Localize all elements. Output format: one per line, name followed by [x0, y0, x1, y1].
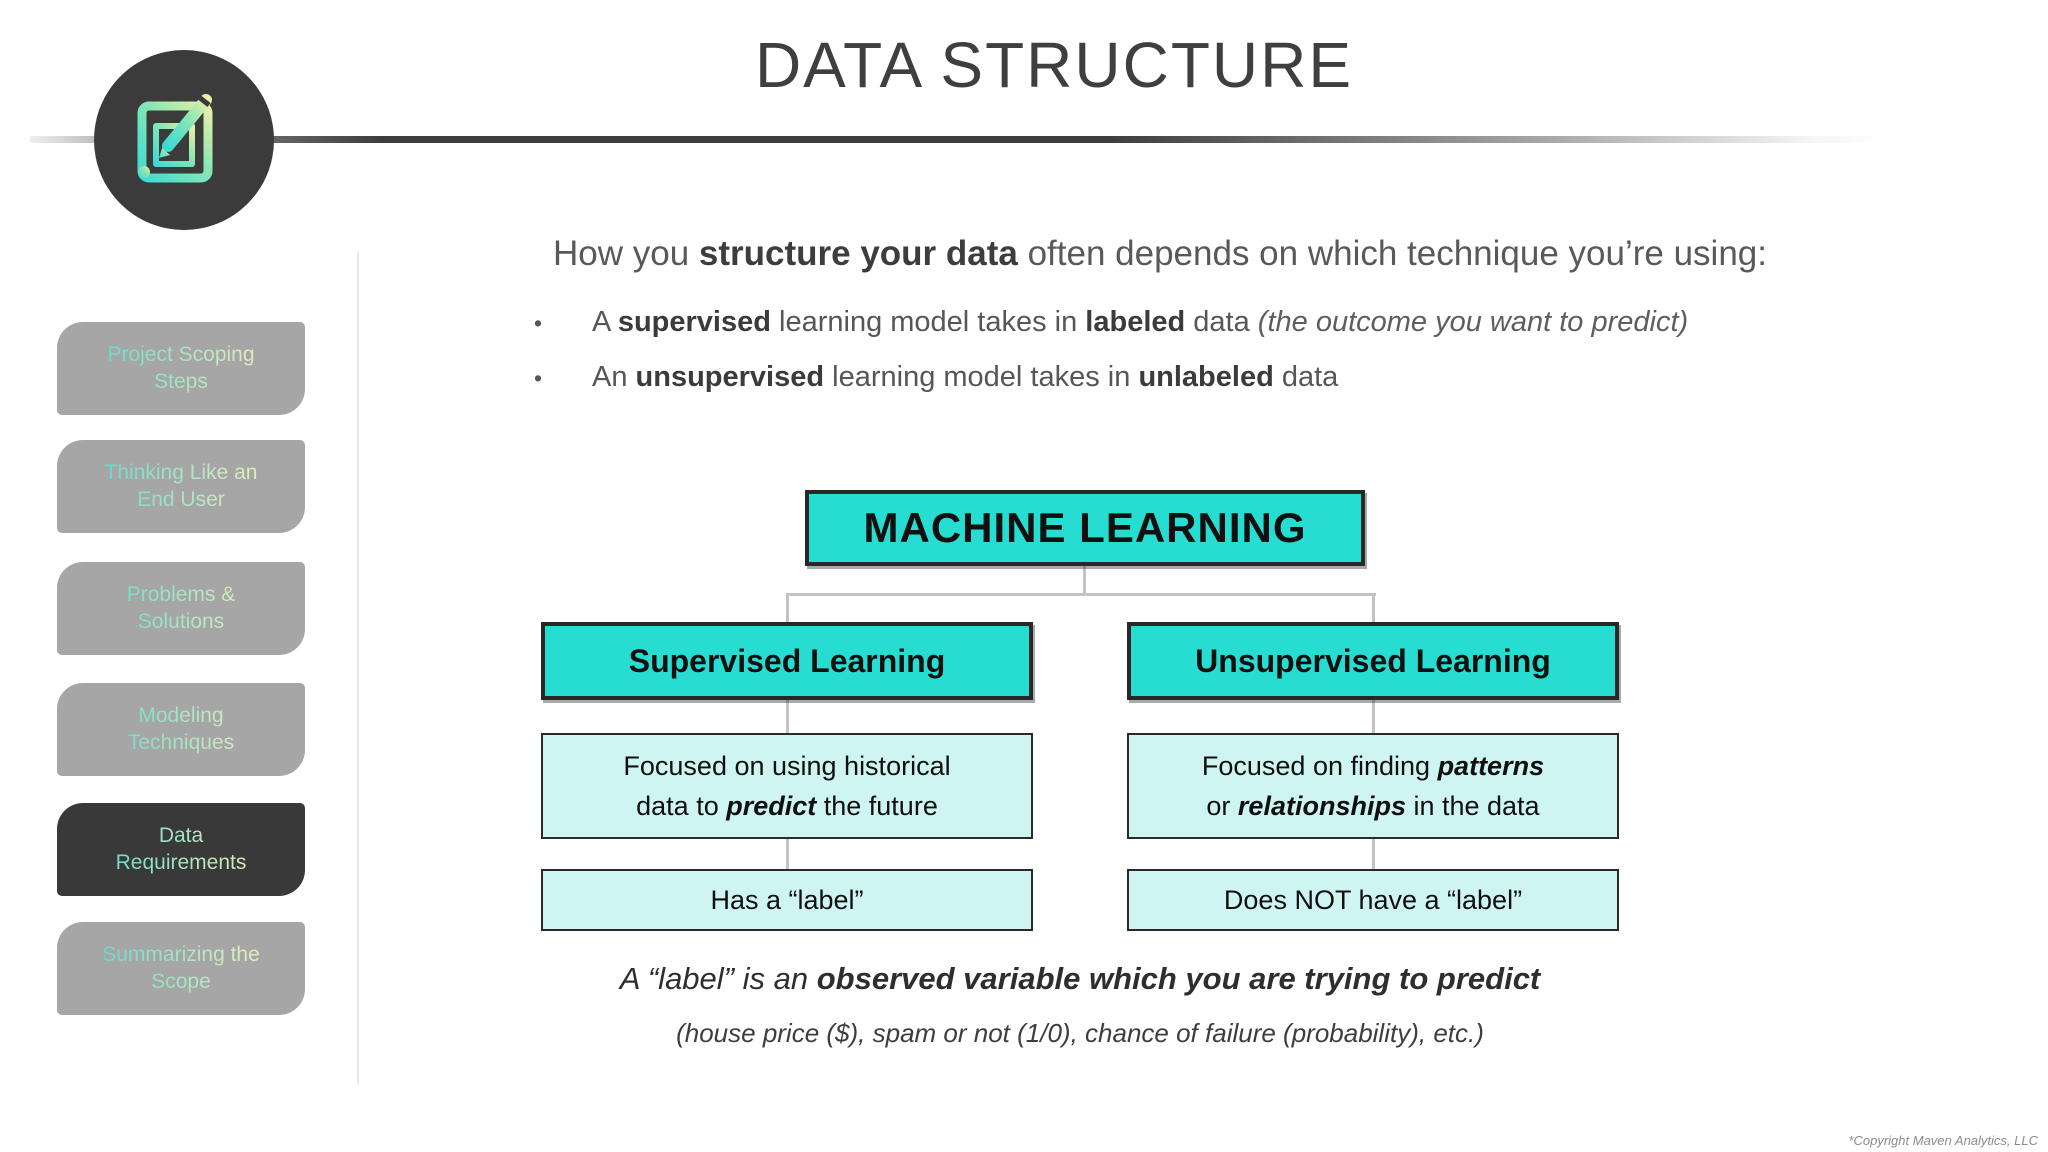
- bullet-item-unsupervised: • An unsupervised learning model takes i…: [534, 361, 1338, 394]
- sidebar-item-label: Summarizing the Scope: [92, 942, 270, 995]
- sidebar-item-thinking-like-an-end-user[interactable]: Thinking Like an End User: [57, 440, 305, 533]
- title-divider: [30, 136, 1888, 143]
- machine-learning-box: MACHINE LEARNING: [805, 490, 1365, 566]
- intro-heading: How you structure your data often depend…: [552, 234, 1767, 273]
- connector-right-down: [1372, 593, 1375, 622]
- supervised-description-box: Focused on using historical data to pred…: [541, 733, 1033, 839]
- sidebar-item-summarizing-the-scope[interactable]: Summarizing the Scope: [57, 922, 305, 1015]
- logo-badge: [92, 48, 276, 232]
- blueprint-pencil-icon: [94, 50, 274, 230]
- page-title: DATA STRUCTURE: [754, 29, 1354, 101]
- sidebar-item-problems-solutions[interactable]: Problems & Solutions: [57, 562, 305, 655]
- sidebar-item-label: Problems & Solutions: [92, 582, 270, 635]
- bullet-item-supervised: • A supervised learning model takes in l…: [534, 306, 1688, 339]
- connector-horizontal: [786, 593, 1376, 596]
- supervised-learning-box: Supervised Learning: [541, 622, 1033, 700]
- bullet-icon: •: [534, 365, 543, 391]
- sidebar-item-data-requirements[interactable]: Data Requirements: [57, 803, 305, 896]
- unsupervised-label-box: Does NOT have a “label”: [1127, 869, 1619, 931]
- sidebar-item-label: Data Requirements: [92, 823, 270, 876]
- sidebar-item-modeling-techniques[interactable]: Modeling Techniques: [57, 683, 305, 776]
- bullet-text: A supervised learning model takes in lab…: [592, 306, 1689, 338]
- bullet-text: An unsupervised learning model takes in …: [592, 361, 1339, 393]
- unsupervised-learning-box: Unsupervised Learning: [1127, 622, 1619, 700]
- sidebar-item-project-scoping-steps[interactable]: Project Scoping Steps: [57, 322, 305, 415]
- label-examples-caption: (house price ($), spam or not (1/0), cha…: [676, 1018, 1484, 1048]
- connector-left-down: [786, 593, 789, 622]
- connector-sup-label: [786, 839, 789, 869]
- unsupervised-description-box: Focused on finding patterns or relations…: [1127, 733, 1619, 839]
- copyright-notice: *Copyright Maven Analytics, LLC: [1848, 1133, 2038, 1148]
- content-divider: [357, 252, 359, 1084]
- sidebar-item-label: Thinking Like an End User: [92, 460, 270, 513]
- supervised-label-box: Has a “label”: [541, 869, 1033, 931]
- connector-unsup-label: [1372, 839, 1375, 869]
- connector-root-down: [1083, 566, 1086, 593]
- connector-unsup-desc: [1372, 700, 1375, 733]
- connector-sup-desc: [786, 700, 789, 733]
- sidebar-item-label: Project Scoping Steps: [92, 342, 270, 395]
- bullet-icon: •: [534, 310, 543, 336]
- label-definition-caption: A “label” is an observed variable which …: [619, 961, 1541, 996]
- sidebar-item-label: Modeling Techniques: [92, 703, 270, 756]
